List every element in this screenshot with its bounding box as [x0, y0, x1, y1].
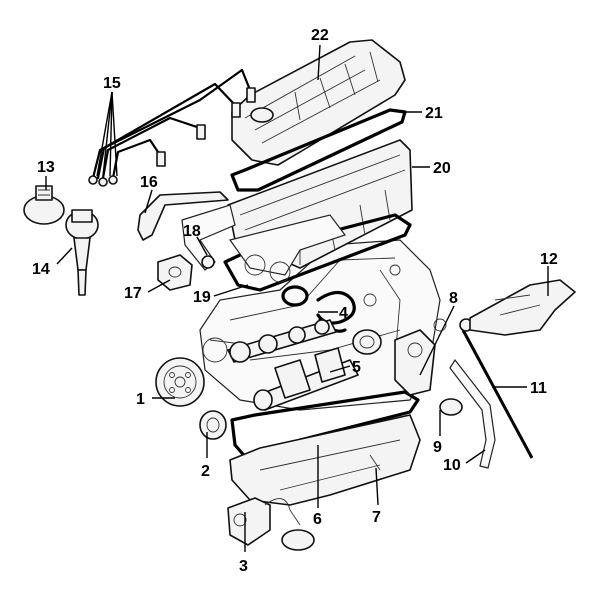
callout-3: 3 [239, 558, 248, 575]
callout-16: 16 [140, 174, 158, 191]
dipstick [459, 318, 534, 459]
cam-seal [352, 329, 382, 355]
callout-22: 22 [311, 27, 329, 44]
callout-17: 17 [124, 285, 142, 302]
callout-14: 14 [32, 261, 50, 278]
callout-9: 9 [433, 439, 442, 456]
callout-2: 2 [201, 463, 210, 480]
leader-lines [45, 44, 549, 552]
callout-13: 13 [37, 159, 55, 176]
coolant-hose [137, 191, 229, 241]
callout-1: 1 [136, 391, 145, 408]
camshaft [227, 319, 337, 363]
crankshaft [253, 347, 359, 411]
callout-11: 11 [530, 380, 547, 397]
sensor-bracket [181, 204, 236, 271]
ignition-wires [88, 68, 256, 187]
valve-cover-gasket [230, 108, 407, 192]
dipstick-tube [449, 358, 496, 469]
callout-15: 15 [103, 75, 121, 92]
callout-20: 20 [433, 160, 451, 177]
timing-gear [199, 410, 227, 440]
valve-cover [231, 39, 406, 166]
oil-pan-gasket [230, 390, 420, 464]
thermostat-housing [157, 254, 193, 291]
callout-8: 8 [449, 290, 458, 307]
engine-bracket [469, 279, 576, 336]
callout-5: 5 [352, 359, 361, 376]
distributor [65, 209, 99, 296]
callout-12: 12 [540, 251, 558, 268]
oil-filter-seal [439, 398, 463, 416]
oil-pan [229, 414, 421, 506]
oil-pump [227, 497, 315, 551]
callout-19: 19 [193, 289, 211, 306]
callout-18: 18 [183, 223, 201, 240]
callout-labels: 1 2 3 4 5 6 7 8 9 10 11 12 13 14 15 16 1… [32, 27, 558, 575]
callout-10: 10 [443, 457, 461, 474]
callout-21: 21 [425, 105, 443, 122]
callout-7: 7 [372, 509, 381, 526]
distributor-cap [23, 185, 65, 225]
callout-4: 4 [339, 305, 348, 322]
callout-6: 6 [313, 511, 322, 528]
water-pump [394, 318, 447, 396]
head-gasket [223, 213, 412, 292]
crank-pulley [155, 357, 205, 407]
